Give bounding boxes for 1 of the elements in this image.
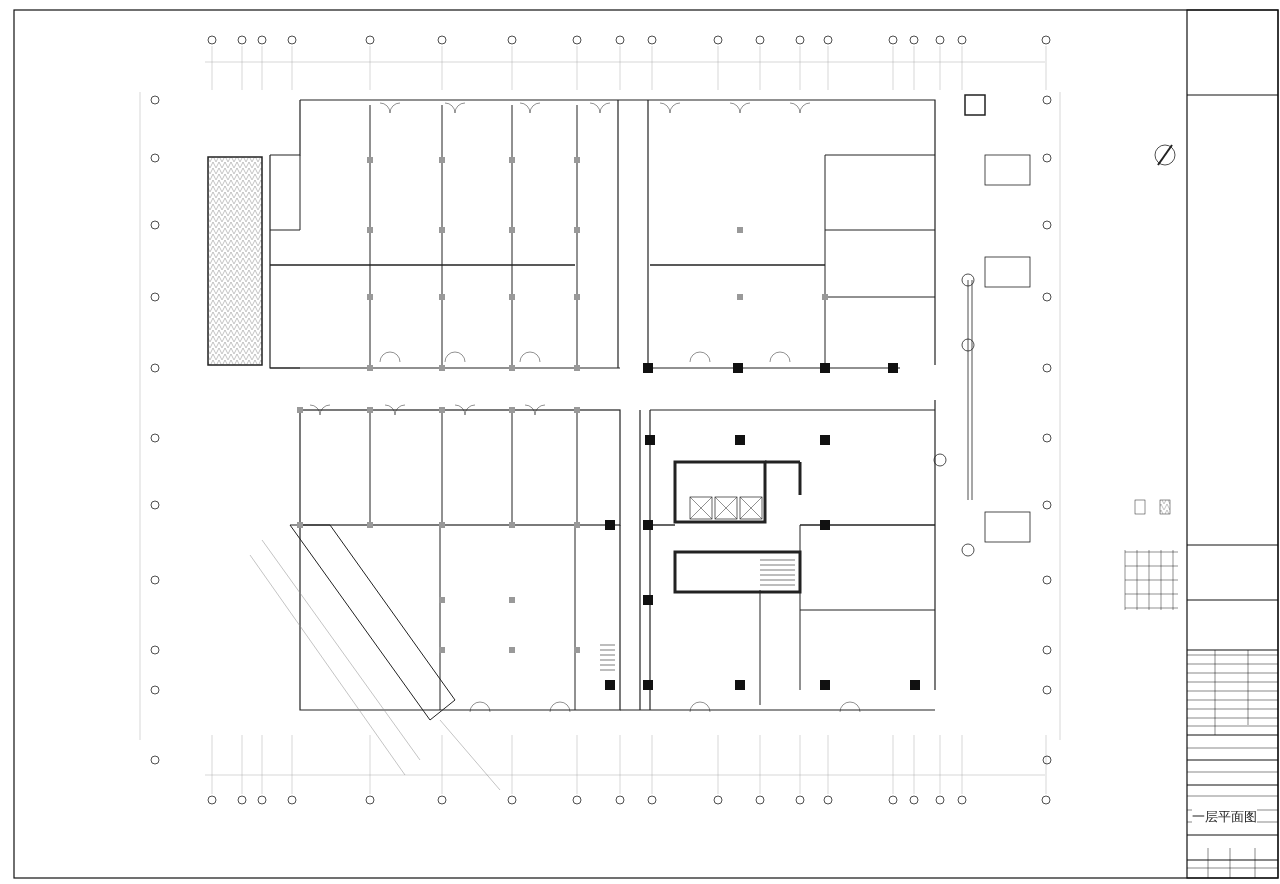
drawing-title: 一层平面图 [1192, 808, 1257, 826]
